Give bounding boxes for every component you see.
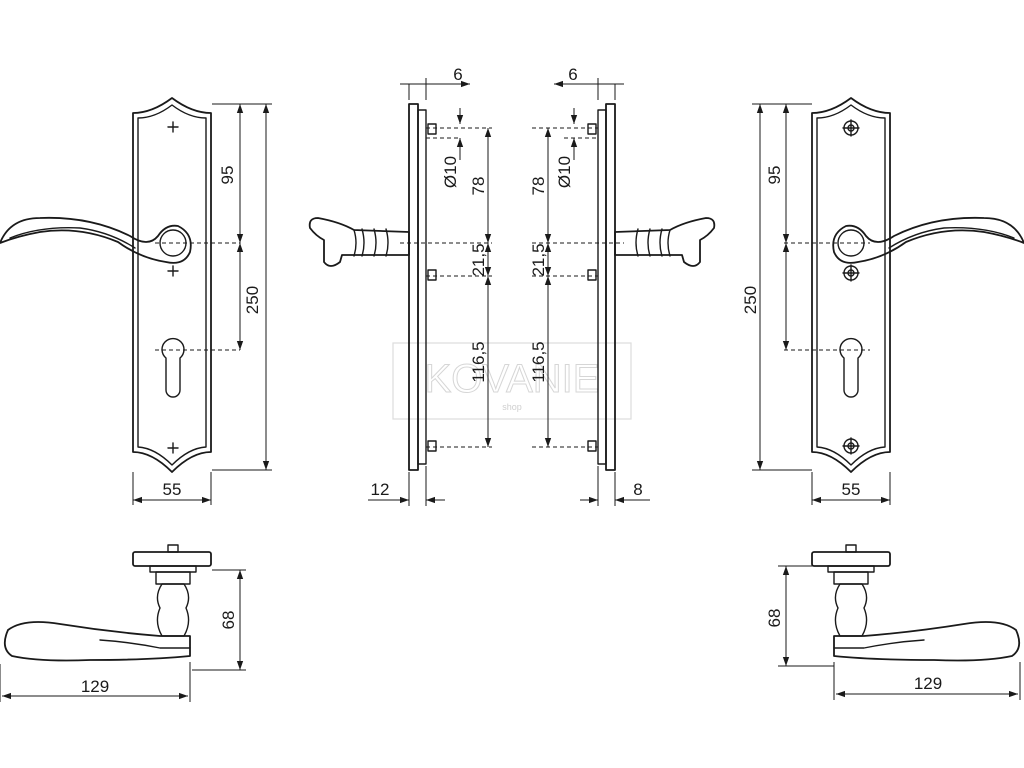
lever-top-left (3, 621, 191, 662)
dim-diameter: Ø10 (441, 156, 460, 188)
front-view-right: 250 95 55 (741, 97, 1024, 505)
dim-height: 250 (741, 286, 760, 314)
screw-bottom (842, 437, 860, 455)
dim-offset: 6 (568, 65, 577, 84)
dim-offset: 6 (453, 65, 462, 84)
dim-78: 78 (469, 177, 488, 196)
screw-mark-top (167, 121, 179, 133)
lever-handle-right (832, 216, 1024, 264)
top-view-right: 68 129 (765, 544, 1021, 700)
dim-length: 129 (914, 674, 942, 693)
dim-21-5: 21,5 (529, 243, 548, 276)
plate-edge (605, 103, 616, 471)
lever-profile-left (308, 217, 410, 267)
side-view-right: 6 Ø10 78 21,5 116,5 8 (529, 65, 716, 506)
screw-mark-bottom (167, 442, 179, 454)
dim-plate-depth: 12 (371, 480, 390, 499)
dim-116-5: 116,5 (469, 341, 488, 382)
backplate-outline (811, 97, 891, 473)
dim-length: 129 (81, 677, 109, 696)
top-view-left: 68 129 (0, 544, 246, 702)
dim-height: 250 (243, 286, 262, 314)
plate-edge (408, 103, 419, 471)
dim-projection: 68 (219, 611, 238, 630)
lever-handle-left (0, 216, 192, 264)
watermark-brand: KOVANIE (425, 357, 600, 401)
backplate-inner-outline (137, 104, 207, 466)
dim-plate-depth: 8 (633, 480, 642, 499)
dim-projection: 68 (765, 609, 784, 628)
plate-top (132, 551, 212, 567)
watermark-sub: shop (502, 402, 522, 412)
keyhole (839, 337, 863, 398)
lever-top-right (833, 621, 1021, 662)
dim-upper: 95 (765, 166, 784, 185)
watermark: KOVANIE shop (392, 342, 632, 420)
lever-profile-right (614, 217, 716, 267)
dim-width: 55 (842, 480, 861, 499)
screw-mid (842, 264, 860, 282)
dim-78: 78 (529, 177, 548, 196)
front-view-left: 250 95 55 (0, 97, 272, 505)
dim-upper: 95 (218, 166, 237, 185)
dim-diameter: Ø10 (555, 156, 574, 188)
lever-edge-left (9, 227, 136, 249)
screw-mark-mid (167, 265, 179, 277)
dim-116-5: 116,5 (529, 341, 548, 382)
backplate-inner-outline (816, 104, 886, 466)
side-view-left: 6 Ø10 78 21,5 116,5 12 (308, 65, 492, 506)
dim-width: 55 (163, 480, 182, 499)
dim-21-5: 21,5 (469, 243, 488, 276)
keyhole (161, 337, 185, 398)
screw-top (842, 119, 860, 137)
backplate-outline (132, 97, 212, 473)
